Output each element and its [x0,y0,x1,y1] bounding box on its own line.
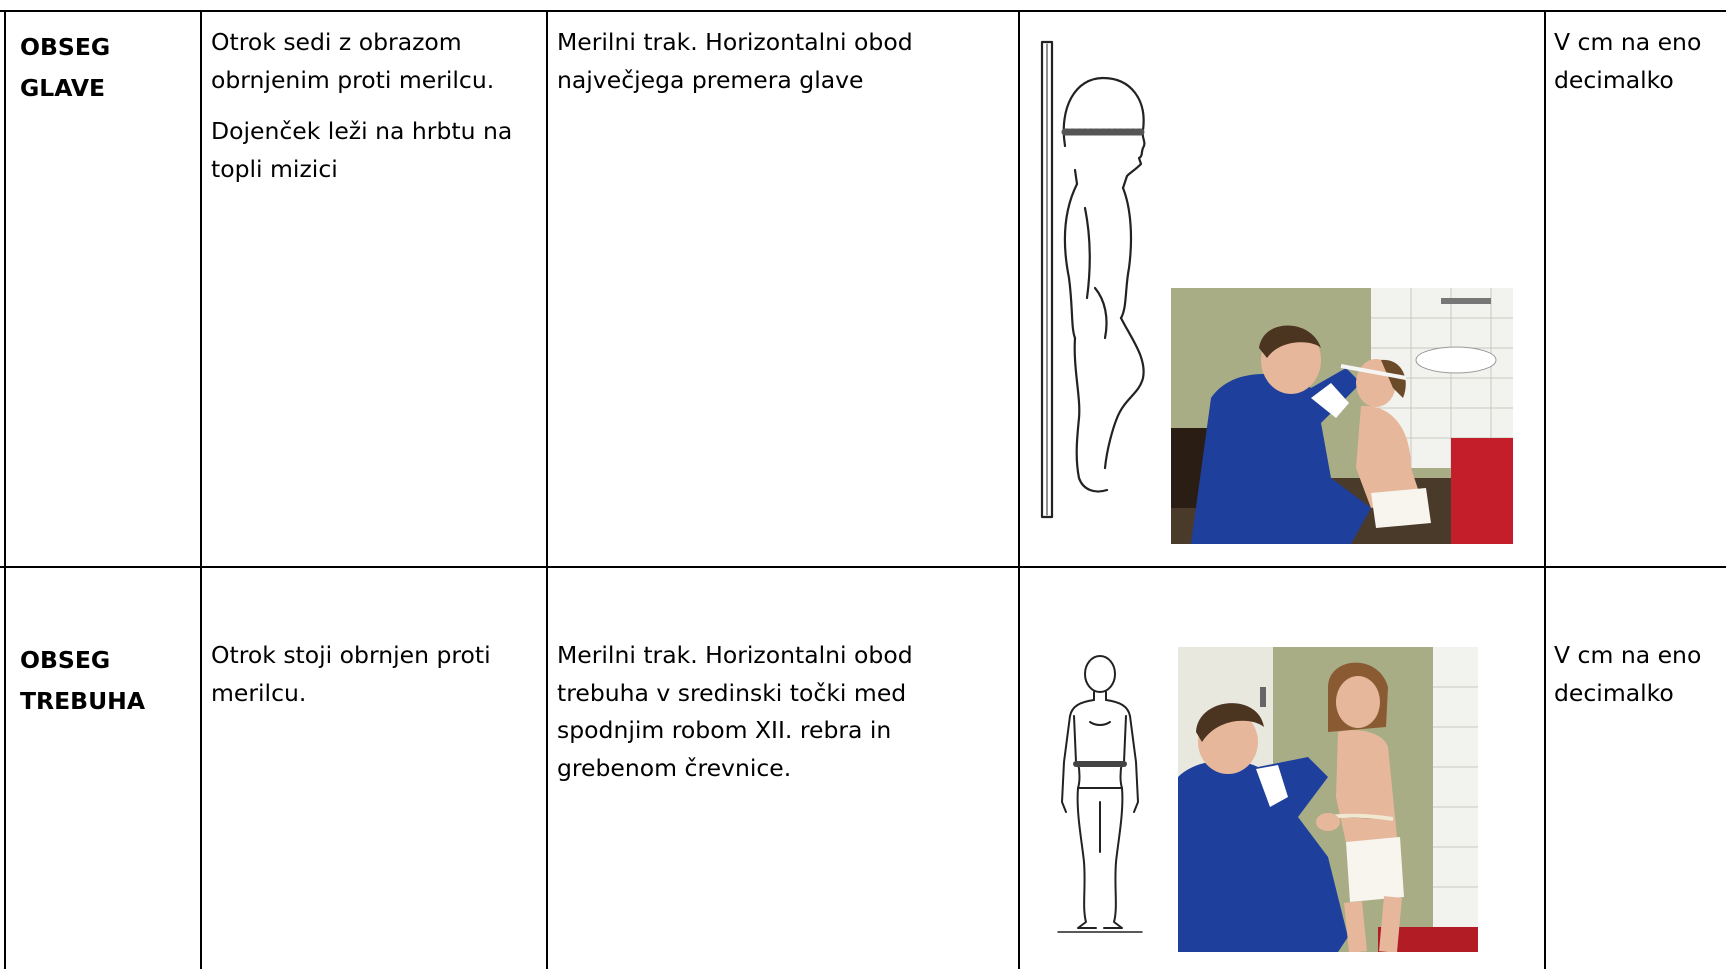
abdominal-measurement-photo [1178,647,1478,952]
standing-child-front-drawing [1057,655,1143,933]
method-text: Merilni trak. Horizontalni obod trebuha … [557,641,913,782]
head-measurement-photo [1171,288,1513,544]
method-cell: Merilni trak. Horizontalni obod največje… [557,24,997,99]
row-label-line-1: OBSEG [20,33,111,61]
child-profile-drawing [1040,40,1146,519]
column-divider-2 [546,10,548,969]
unit-cell: V cm na eno decimalko [1554,24,1719,99]
position-cell: Otrok sedi z obrazom obrnjenim proti mer… [211,24,531,188]
table-row-divider [0,566,1726,568]
method-cell: Merilni trak. Horizontalni obod trebuha … [557,637,997,787]
unit-text: V cm na eno decimalko [1554,641,1702,707]
position-paragraph: Otrok stoji obrnjen proti merilcu. [211,641,491,707]
unit-text: V cm na eno decimalko [1554,28,1702,94]
column-divider-3 [1018,10,1020,969]
row-label-line-1: OBSEG [20,646,111,674]
column-divider-1 [200,10,202,969]
unit-cell: V cm na eno decimalko [1554,637,1719,712]
position-paragraph: Otrok sedi z obrazom obrnjenim proti mer… [211,28,495,94]
method-text: Merilni trak. Horizontalni obod največje… [557,28,913,94]
row-label-line-2: TREBUHA [20,687,146,715]
row-label-head-circumference: OBSEG GLAVE [20,27,110,109]
row-label-line-2: GLAVE [20,74,106,102]
table-border-top [0,10,1726,12]
column-divider-4 [1544,10,1546,969]
position-paragraph: Dojenček leži na hrbtu na topli mizici [211,117,513,183]
table-border-left [4,10,6,969]
row-label-abdominal-circumference: OBSEG TREBUHA [20,640,145,722]
position-cell: Otrok stoji obrnjen proti merilcu. [211,637,531,712]
